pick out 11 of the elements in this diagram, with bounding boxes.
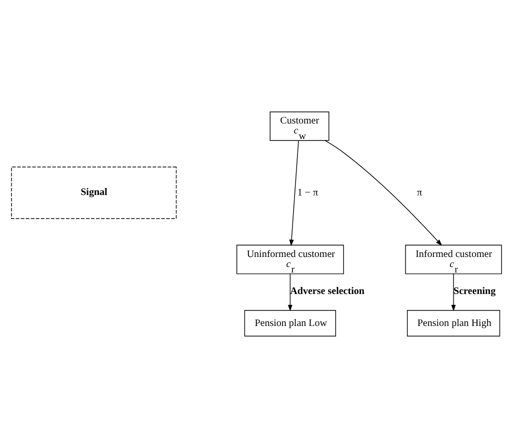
arrow [289,140,299,246]
edge-label: 1 − π [297,187,318,198]
node-box: Signal [11,166,177,219]
node-box: Pension plan Low [244,310,336,336]
edge-label: Adverse selection [290,286,364,298]
arrow [451,274,456,312]
edge-label: π [417,187,422,198]
arrow [324,140,442,246]
edge-label: Screening [454,286,496,298]
node-box: Pension plan High [406,310,500,336]
arrow [288,274,292,312]
